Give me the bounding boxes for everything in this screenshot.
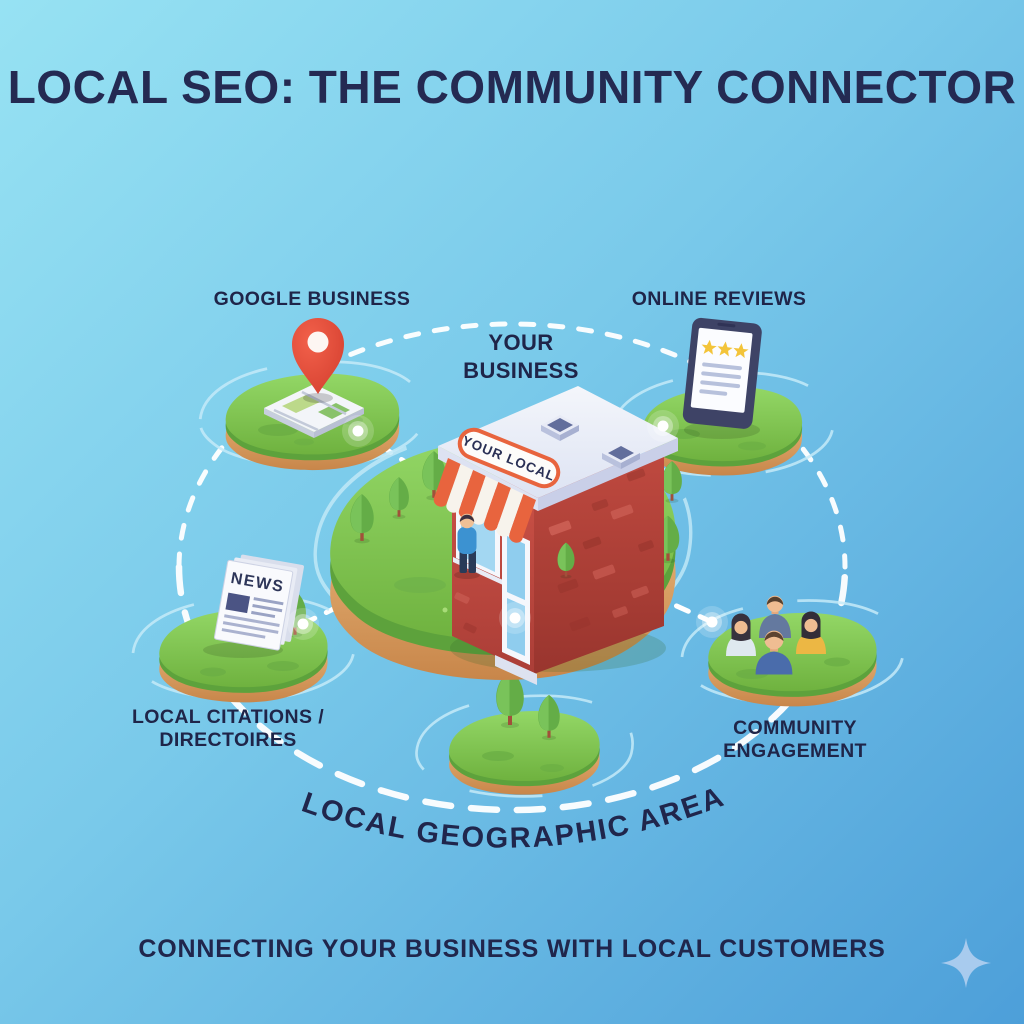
map-icon: [264, 384, 364, 438]
newspaper-icon: NEWS: [213, 554, 304, 651]
connection-dot: [499, 602, 531, 634]
label-community-engagement: COMMUNITY ENGAGEMENT: [723, 717, 867, 763]
shop-door: [495, 528, 537, 685]
label-online-reviews: ONLINE REVIEWS: [631, 288, 807, 310]
sparkle-icon: [941, 938, 991, 988]
connection-dots: [287, 410, 728, 640]
ring-top-arc: [176, 321, 848, 570]
bricks-right: [548, 468, 654, 632]
skylight-icon: [541, 415, 579, 441]
connection-dot: [696, 606, 728, 638]
person-figure: [454, 513, 480, 579]
person-left: [726, 613, 756, 656]
island-geographic-area: [415, 670, 634, 798]
island-google-business: [198, 318, 427, 471]
label-google-business: GOOGLE BUSINESS: [213, 288, 411, 310]
label-local-citations: LOCAL CITATIONS / DIRECTOIRES: [131, 706, 325, 752]
connection-dot: [647, 410, 679, 442]
person-back: [759, 595, 791, 638]
island-community: [680, 595, 905, 707]
island-your-business: YOUR LOCAL: [315, 386, 691, 685]
label-your-business: YOUR BUSINESS: [463, 330, 579, 383]
island-online-reviews: [610, 317, 835, 477]
connection-dot: [342, 415, 374, 447]
island-local-citations: NEWS: [131, 554, 356, 703]
person-front: [755, 630, 793, 675]
map-pin-icon: [292, 318, 344, 403]
storefront-building: YOUR LOCAL: [433, 386, 678, 685]
page-title: LOCAL SEO: THE COMMUNITY CONNECTOR: [7, 61, 1017, 113]
tagline: CONNECTING YOUR BUSINESS WITH LOCAL CUST…: [138, 935, 886, 963]
wall-right: [534, 446, 664, 674]
storefront-awning: [433, 458, 536, 543]
skylight-icon: [602, 443, 640, 469]
phone-reviews-icon: [682, 317, 762, 429]
connection-dot: [287, 608, 319, 640]
person-right: [796, 611, 826, 654]
people-group-icon: [726, 595, 826, 675]
